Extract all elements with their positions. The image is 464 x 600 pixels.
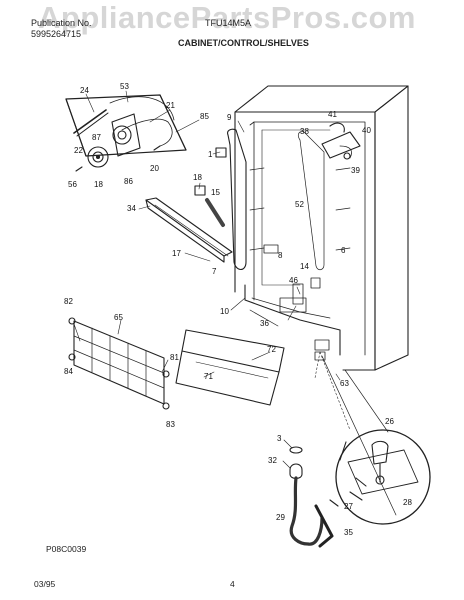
part-label: 56 [68, 180, 77, 189]
shelf-bracket [145, 197, 233, 263]
part-label: 53 [120, 82, 129, 91]
part-label: 39 [351, 166, 360, 175]
part-label: 29 [276, 513, 285, 522]
part-label: 20 [150, 164, 159, 173]
part-label: 34 [127, 204, 136, 213]
part-label: 41 [328, 110, 337, 119]
part-label: 18 [94, 180, 103, 189]
part-label: 24 [80, 86, 89, 95]
cabinet-body [234, 85, 409, 371]
control-parts [194, 147, 227, 227]
diagram-code: P08C0039 [46, 544, 87, 554]
control-housing [65, 94, 187, 172]
leveling-leg-detail [335, 429, 431, 525]
control-panel [175, 329, 285, 406]
model-number: TFU14M5A [205, 18, 252, 28]
page-number: 4 [230, 579, 235, 589]
part-label: 14 [300, 262, 309, 271]
part-label: 18 [193, 173, 202, 182]
part-label: 28 [403, 498, 412, 507]
part-label: 15 [211, 188, 220, 197]
part-label: 38 [300, 127, 309, 136]
drain-assembly [289, 441, 347, 548]
part-label: 17 [172, 249, 181, 258]
part-number-labels: 24 53 21 85 87 22 56 18 20 86 9 1 18 15 … [64, 82, 412, 537]
part-label: 8 [278, 251, 283, 260]
footer-date: 03/95 [34, 579, 56, 589]
part-label: 46 [289, 276, 298, 285]
part-label: 35 [344, 528, 353, 537]
part-label: 87 [92, 133, 101, 142]
part-label: 22 [74, 146, 83, 155]
part-label: 1 [208, 150, 213, 159]
part-label: 85 [200, 112, 209, 121]
top-hinge [321, 122, 361, 160]
publication-number: 5995264715 [31, 29, 82, 39]
part-label: 72 [267, 345, 276, 354]
part-label: 21 [166, 101, 175, 110]
publication-label: Publication No. [31, 18, 92, 28]
part-label: 81 [170, 353, 179, 362]
part-label: 65 [114, 313, 123, 322]
part-label: 27 [344, 502, 353, 511]
part-label: 9 [227, 113, 232, 122]
grille [68, 317, 170, 410]
part-label: 32 [268, 456, 277, 465]
part-label: 71 [204, 372, 213, 381]
section-title: CABINET/CONTROL/SHELVES [178, 38, 309, 48]
part-label: 3 [277, 434, 282, 443]
watermark: AppliancePartsPros.com [38, 0, 416, 35]
part-label: 36 [260, 319, 269, 328]
part-label: 52 [295, 200, 304, 209]
part-label: 84 [64, 367, 73, 376]
part-label: 82 [64, 297, 73, 306]
part-label: 63 [340, 379, 349, 388]
part-label: 83 [166, 420, 175, 429]
part-label: 26 [385, 417, 394, 426]
part-label: 86 [124, 177, 133, 186]
door-liner-strip [227, 128, 325, 271]
part-label: 6 [341, 246, 346, 255]
part-label: 10 [220, 307, 229, 316]
part-label: 40 [362, 126, 371, 135]
part-label: 7 [212, 267, 217, 276]
